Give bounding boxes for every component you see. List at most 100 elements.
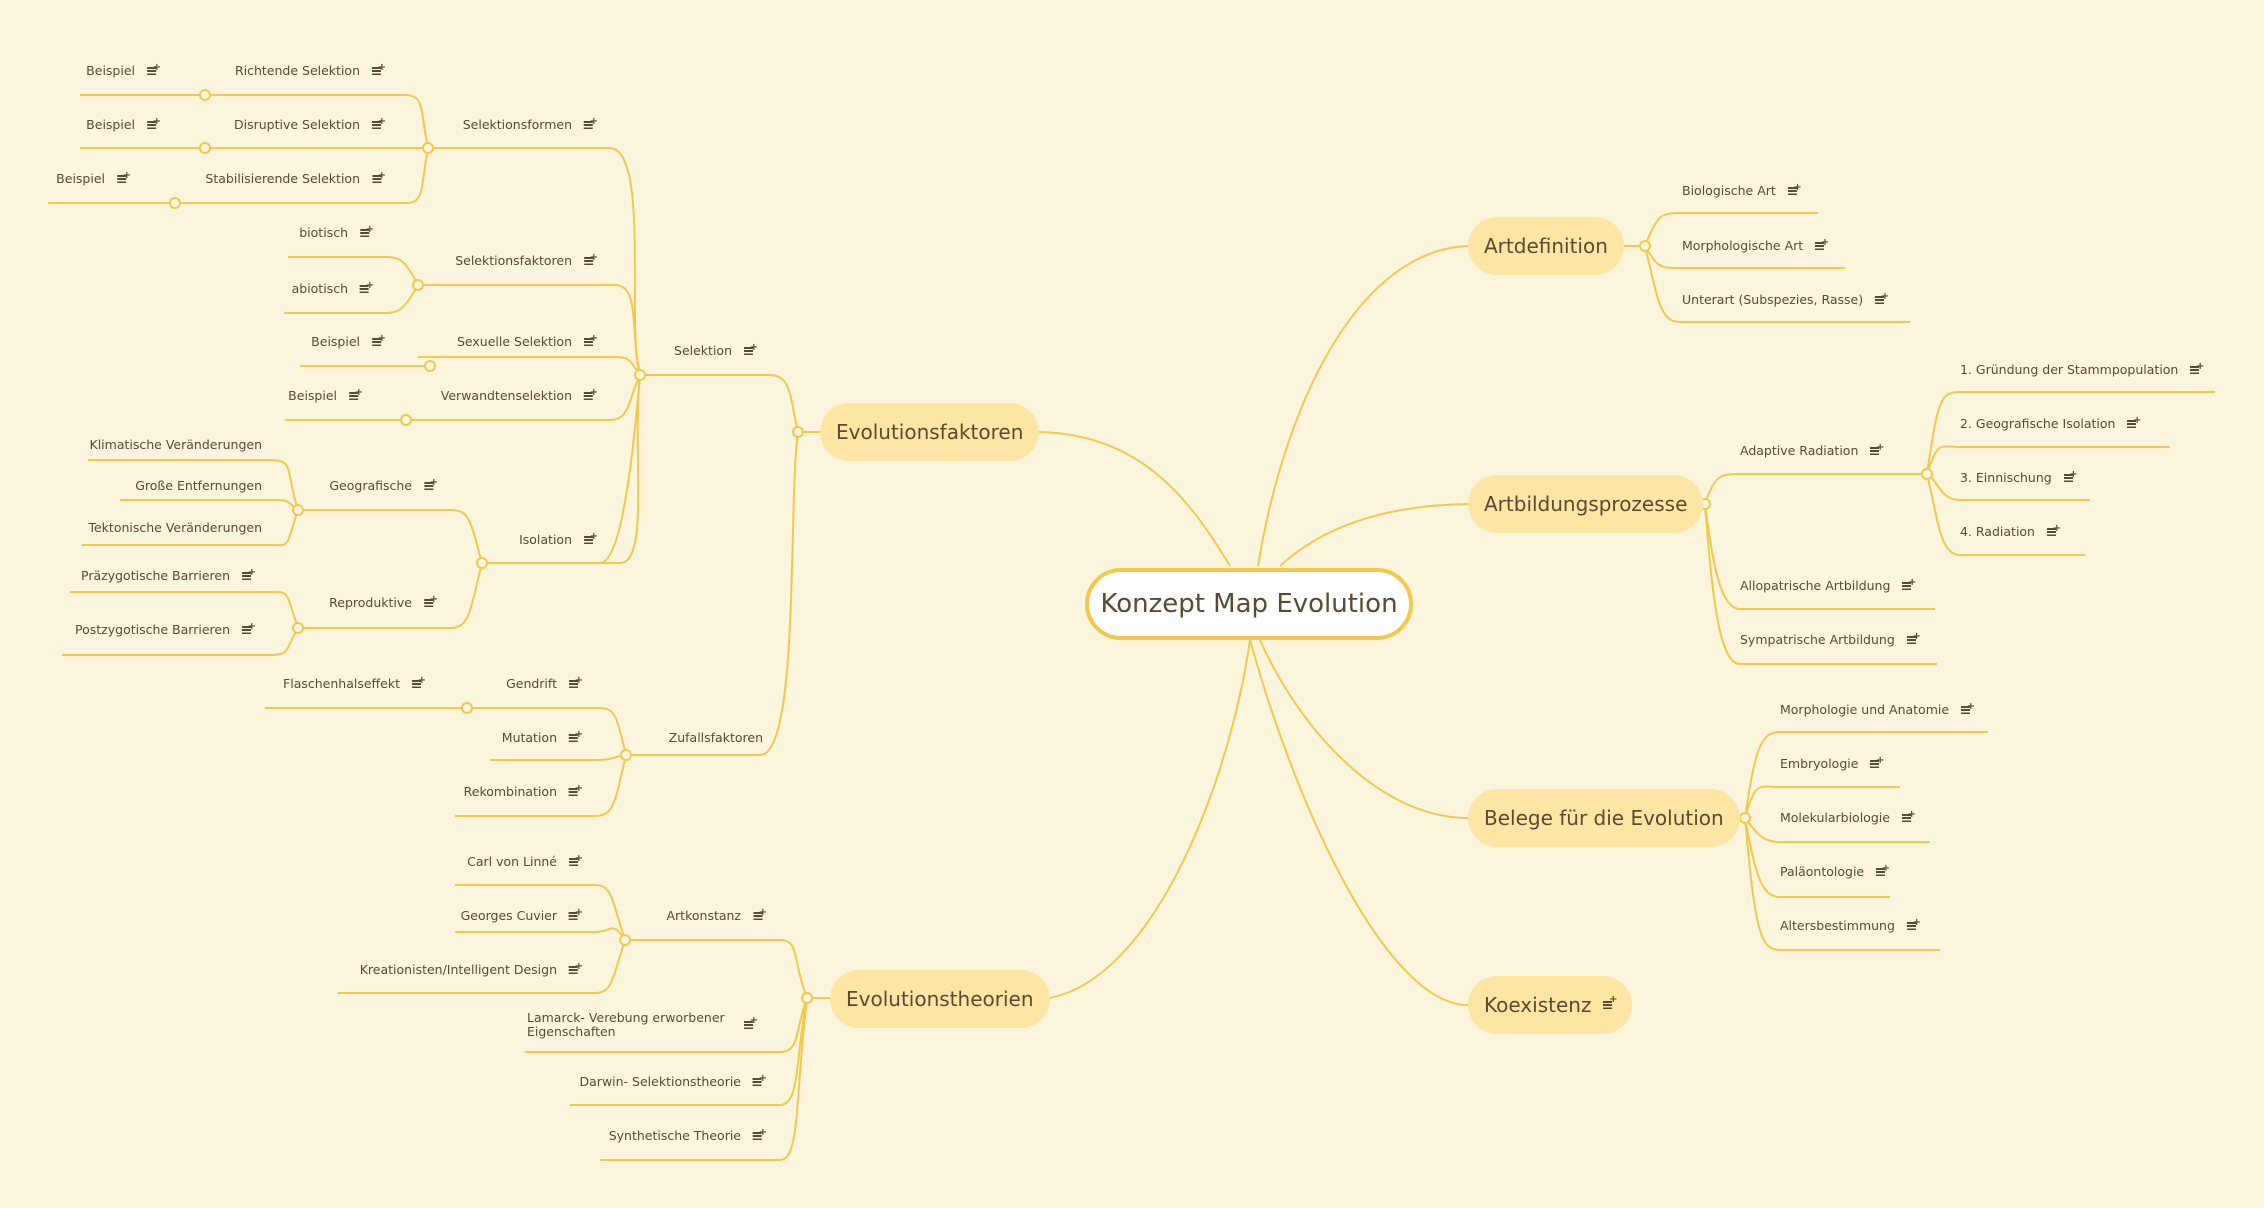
node-morphologie[interactable]: Morphologie und Anatomie (1780, 699, 1975, 718)
node-step-4[interactable]: 4. Radiation (1960, 521, 2061, 540)
note-icon[interactable] (360, 222, 374, 239)
note-icon[interactable] (584, 114, 598, 131)
node-klima[interactable]: Klimatische Veränderungen (90, 437, 262, 453)
node-postzygotisch[interactable]: Postzygotische Barrieren (75, 619, 256, 638)
node-altersbestimmung[interactable]: Altersbestimmung (1780, 915, 1921, 934)
node-selektionsfaktoren[interactable]: Selektionsfaktoren (455, 250, 598, 269)
node-sexuelle[interactable]: Sexuelle Selektion (457, 331, 598, 350)
note-icon[interactable] (372, 114, 386, 131)
note-icon[interactable] (2190, 359, 2204, 376)
note-icon[interactable] (1961, 699, 1975, 716)
node-cuvier[interactable]: Georges Cuvier (461, 905, 583, 924)
note-icon[interactable] (744, 1014, 758, 1031)
node-step-1[interactable]: 1. Gründung der Stammpopulation (1960, 359, 2204, 378)
node-geografische[interactable]: Geografische (329, 475, 438, 494)
note-icon[interactable] (117, 168, 131, 185)
node-allopatrisch[interactable]: Allopatrische Artbildung (1740, 575, 1916, 594)
node-abiotisch[interactable]: abiotisch (292, 278, 374, 297)
node-beispiel[interactable]: Beispiel (56, 168, 131, 187)
node-stabilisierende[interactable]: Stabilisierende Selektion (205, 168, 386, 187)
note-icon[interactable] (1875, 289, 1889, 306)
note-icon[interactable] (1787, 180, 1802, 197)
note-icon[interactable] (1876, 861, 1890, 878)
node-darwin[interactable]: Darwin- Selektionstheorie (580, 1071, 767, 1090)
note-icon[interactable] (2046, 521, 2061, 538)
note-icon[interactable] (569, 905, 583, 922)
central-topic[interactable]: Konzept Map Evolution (1085, 568, 1413, 640)
note-icon[interactable] (569, 851, 583, 868)
node-tektonische[interactable]: Tektonische Veränderungen (88, 520, 262, 536)
node-unterart[interactable]: Unterart (Subspezies, Rasse) (1682, 289, 1889, 308)
note-icon[interactable] (424, 475, 438, 492)
node-palaeontologie[interactable]: Paläontologie (1780, 861, 1890, 880)
note-icon[interactable] (753, 1071, 767, 1088)
node-artkonstanz[interactable]: Artkonstanz (666, 905, 767, 924)
note-icon[interactable] (2063, 467, 2078, 484)
node-flaschenhals[interactable]: Flaschenhalseffekt (283, 673, 426, 692)
note-icon[interactable] (569, 959, 583, 976)
note-icon[interactable] (372, 168, 386, 185)
topic-artdefinition[interactable]: Artdefinition (1468, 217, 1624, 275)
note-icon[interactable] (1901, 807, 1916, 824)
note-icon[interactable] (584, 529, 598, 546)
note-icon[interactable] (1603, 994, 1617, 1011)
node-beispiel[interactable]: Beispiel (288, 385, 363, 404)
note-icon[interactable] (372, 60, 386, 77)
node-reproduktive[interactable]: Reproduktive (329, 592, 438, 611)
note-icon[interactable] (569, 781, 583, 798)
node-step-2[interactable]: 2. Geografische Isolation (1960, 413, 2141, 432)
node-biologische-art[interactable]: Biologische Art (1682, 180, 1802, 199)
node-synthetisch[interactable]: Synthetische Theorie (609, 1125, 767, 1144)
note-icon[interactable] (584, 385, 598, 402)
note-icon[interactable] (569, 673, 583, 690)
node-rekombination[interactable]: Rekombination (464, 781, 583, 800)
node-praezygotisch[interactable]: Präzygotische Barrieren (81, 565, 256, 584)
node-beispiel[interactable]: Beispiel (311, 331, 386, 350)
node-beispiel[interactable]: Beispiel (86, 114, 161, 133)
note-icon[interactable] (753, 905, 767, 922)
note-icon[interactable] (349, 385, 363, 402)
node-molekularbiologie[interactable]: Molekularbiologie (1780, 807, 1916, 826)
note-icon[interactable] (1870, 753, 1884, 770)
note-icon[interactable] (147, 60, 161, 77)
node-isolation[interactable]: Isolation (519, 529, 598, 548)
node-morphologische-art[interactable]: Morphologische Art (1682, 235, 1829, 254)
note-icon[interactable] (1906, 915, 1921, 932)
topic-evolutionsfaktoren[interactable]: Evolutionsfaktoren (820, 403, 1040, 461)
note-icon[interactable] (1902, 575, 1916, 592)
note-icon[interactable] (242, 565, 256, 582)
note-icon[interactable] (584, 331, 598, 348)
note-icon[interactable] (2127, 413, 2141, 430)
note-icon[interactable] (372, 331, 386, 348)
node-linne[interactable]: Carl von Linné (467, 851, 583, 870)
node-sympatrisch[interactable]: Sympatrische Artbildung (1740, 629, 1921, 648)
note-icon[interactable] (1906, 629, 1921, 646)
note-icon[interactable] (360, 278, 374, 295)
node-disruptive[interactable]: Disruptive Selektion (234, 114, 386, 133)
note-icon[interactable] (584, 250, 598, 267)
note-icon[interactable] (412, 673, 426, 690)
note-icon[interactable] (744, 340, 758, 357)
note-icon[interactable] (569, 727, 583, 744)
node-adaptive-radiation[interactable]: Adaptive Radiation (1740, 440, 1884, 459)
note-icon[interactable] (1870, 440, 1884, 457)
node-richtende[interactable]: Richtende Selektion (235, 60, 386, 79)
topic-belege[interactable]: Belege für die Evolution (1468, 789, 1740, 847)
node-biotisch[interactable]: biotisch (299, 222, 374, 241)
node-embryologie[interactable]: Embryologie (1780, 753, 1884, 772)
node-selektionsformen[interactable]: Selektionsformen (463, 114, 598, 133)
topic-koexistenz[interactable]: Koexistenz (1468, 976, 1633, 1034)
node-kreationisten[interactable]: Kreationisten/Intelligent Design (360, 959, 583, 978)
note-icon[interactable] (147, 114, 161, 131)
note-icon[interactable] (753, 1125, 767, 1142)
node-entfernungen[interactable]: Große Entfernungen (135, 478, 262, 494)
node-selektion[interactable]: Selektion (674, 340, 758, 359)
node-beispiel[interactable]: Beispiel (86, 60, 161, 79)
note-icon[interactable] (1815, 235, 1829, 252)
topic-artbildungsprozesse[interactable]: Artbildungsprozesse (1468, 475, 1704, 533)
node-mutation[interactable]: Mutation (502, 727, 583, 746)
node-lamarck[interactable]: Lamarck- Verebung erworbener Eigenschaft… (527, 1011, 758, 1039)
topic-evolutionstheorien[interactable]: Evolutionstheorien (830, 970, 1050, 1028)
node-step-3[interactable]: 3. Einnischung (1960, 467, 2078, 486)
node-zufallsfaktoren[interactable]: Zufallsfaktoren (669, 730, 763, 746)
